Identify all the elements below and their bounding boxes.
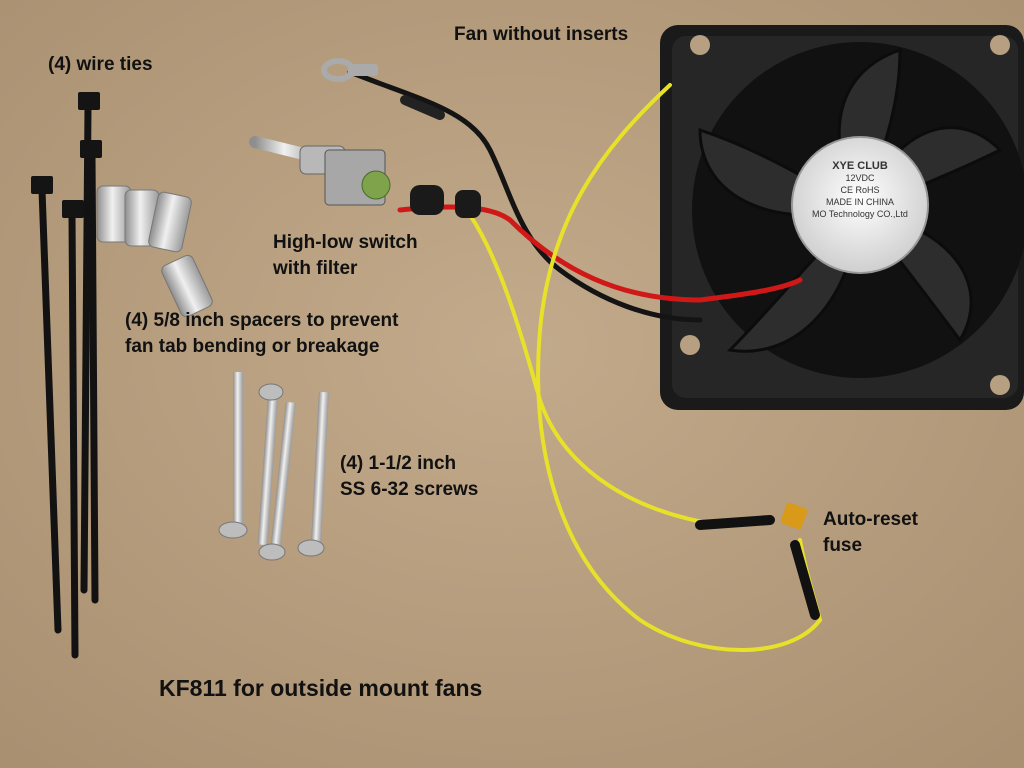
auto-reset-fuse [780, 502, 808, 530]
toggle-switch [249, 136, 481, 218]
ferrite-bead [410, 185, 444, 215]
cooling-fan [660, 25, 1024, 410]
label-fan: Fan without inserts [454, 24, 629, 45]
title-caption: KF811 for outside mount fans [159, 675, 483, 701]
sticker-line-2: 12VDC [845, 173, 875, 183]
sticker-line-5: MO Technology CO.,Ltd [812, 209, 908, 219]
sticker-line-3: CE RoHS [840, 185, 880, 195]
label-switch: High-low switch with filter [273, 232, 418, 279]
label-screws: (4) 1-1/2 inch SS 6-32 screws [340, 453, 479, 500]
label-wire-ties: (4) wire ties [48, 54, 153, 75]
sticker-line-4: MADE IN CHINA [825, 197, 894, 207]
ring-terminal [321, 58, 378, 82]
label-fuse: Auto-reset fuse [823, 509, 919, 556]
screws [218, 372, 329, 561]
label-spacers: (4) 5/8 inch spacers to prevent fan tab … [125, 310, 399, 357]
wire-ties [31, 92, 102, 659]
spacers [96, 185, 213, 318]
filter-capacitor [361, 170, 391, 200]
fan-hub-sticker [791, 136, 929, 274]
fan-sticker-text: XYE CLUB 12VDC CE RoHS MADE IN CHINA MO … [802, 160, 918, 220]
sticker-line-1: XYE CLUB [832, 160, 888, 172]
